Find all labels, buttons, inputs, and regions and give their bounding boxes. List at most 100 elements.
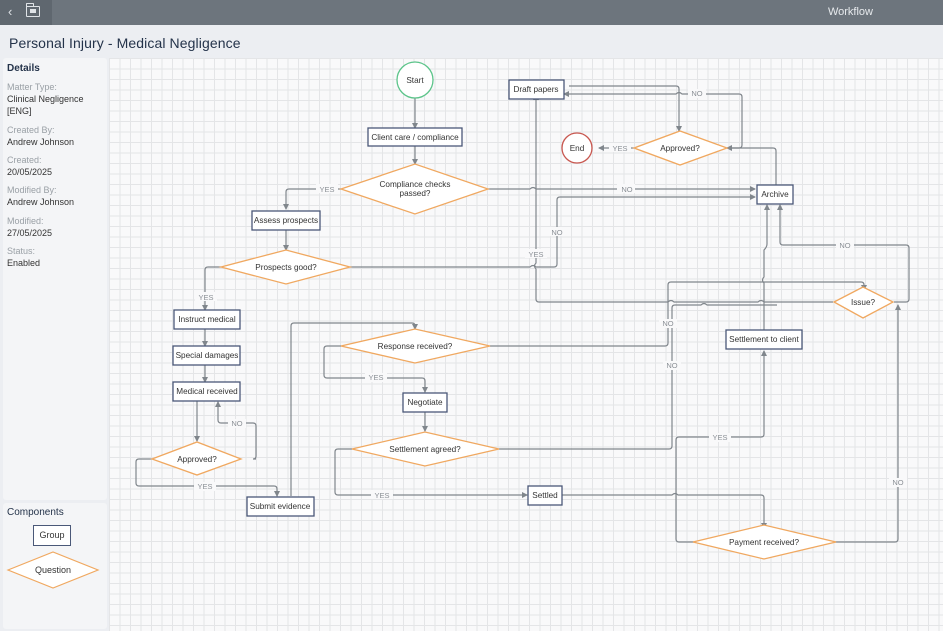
edge-compliance-yes	[283, 188, 341, 210]
node-label: Client care / compliance	[371, 133, 459, 142]
edge-prospects-yes	[202, 266, 221, 311]
field-value: Andrew Johnson	[7, 197, 75, 207]
edge-draft-approved2	[569, 85, 682, 132]
components-panel: Components Group Question	[3, 503, 107, 629]
node-special-damages[interactable]: Special damages	[172, 345, 241, 366]
label-compliance-yes: YES	[319, 185, 334, 194]
details-heading: Details	[7, 63, 40, 74]
edge-issue-yes	[533, 94, 833, 303]
label-settlement-yes: YES	[374, 491, 389, 500]
field-label: Created:	[7, 155, 42, 165]
label-response-no: NO	[662, 319, 673, 328]
component-group[interactable]: Group	[33, 525, 71, 546]
edge-prospects-no	[350, 194, 756, 268]
created-field: Created: 20/05/2025	[7, 154, 52, 178]
edge-approved1-no	[215, 401, 257, 460]
details-panel: Details Matter Type: Clinical Negligence…	[3, 58, 107, 500]
node-approved-question-2[interactable]: Approved?	[632, 130, 729, 166]
label-compliance-no: NO	[621, 185, 632, 194]
field-label: Created By:	[7, 125, 55, 135]
edge-settlement-yes	[334, 448, 528, 498]
component-question[interactable]: Question	[6, 550, 100, 590]
node-label: Medical received	[176, 387, 238, 396]
node-issue-question[interactable]: Issue?	[832, 286, 895, 319]
label-settlement-no: NO	[666, 361, 677, 370]
edge-settled-payment	[561, 492, 767, 529]
label-payment-yes: YES	[712, 433, 727, 442]
edge-archive-approved2	[726, 145, 777, 185]
created-by-field: Created By: Andrew Johnson	[7, 124, 74, 148]
status-field: Status: Enabled	[7, 245, 40, 269]
node-settled[interactable]: Settled	[527, 485, 563, 506]
node-label: Payment received?	[729, 538, 800, 547]
field-value: 20/05/2025	[7, 167, 53, 177]
node-prospects-question[interactable]: Prospects good?	[218, 249, 353, 285]
edges	[135, 85, 910, 543]
node-draft-papers[interactable]: Draft papers	[508, 79, 565, 100]
node-archive[interactable]: Archive	[756, 184, 794, 205]
node-label: Response received?	[378, 342, 453, 351]
label-issue-yes: YES	[528, 250, 543, 259]
modified-by-field: Modified By: Andrew Johnson	[7, 184, 74, 208]
node-label: Archive	[761, 190, 789, 199]
node-approved-question-1[interactable]: Approved?	[150, 441, 243, 476]
label-approved2-yes: YES	[612, 144, 627, 153]
workflow-canvas[interactable]: YES NO YES NO YES NO YES YES NO NO YES Y…	[109, 58, 943, 631]
node-label: Settlement agreed?	[389, 445, 461, 454]
node-client-care[interactable]: Client care / compliance	[367, 127, 463, 147]
edge-submit-response	[290, 322, 418, 496]
field-label: Modified By:	[7, 185, 57, 195]
node-start[interactable]: Start	[396, 61, 434, 99]
edge-settle-client-archive	[761, 204, 770, 331]
node-response-question[interactable]: Response received?	[340, 328, 491, 364]
field-value: 27/05/2025	[7, 228, 53, 238]
flowchart: YES NO YES NO YES NO YES YES NO NO YES Y…	[135, 61, 910, 560]
top-bar: ‹ Workflow	[0, 0, 943, 25]
node-submit-evidence[interactable]: Submit evidence	[246, 496, 315, 517]
label-response-yes: YES	[368, 373, 383, 382]
node-label: Submit evidence	[250, 502, 311, 511]
field-value: Clinical Negligence [ENG]	[7, 94, 84, 116]
field-label: Matter Type:	[7, 82, 57, 92]
label-approved1-no: NO	[231, 419, 242, 428]
edge-approved2-no	[563, 91, 743, 149]
node-label: Negotiate	[407, 398, 442, 407]
node-label: Draft papers	[513, 85, 558, 94]
field-label: Status:	[7, 246, 36, 256]
node-label: Issue?	[851, 298, 876, 307]
edge-labels: YES NO YES NO YES NO YES YES NO NO YES Y…	[194, 89, 907, 500]
edge-settlement-no	[499, 302, 777, 450]
back-button[interactable]: ‹	[8, 4, 12, 20]
field-label: Modified:	[7, 216, 44, 226]
chevron-left-icon: ‹	[8, 4, 13, 19]
node-label: Instruct medical	[178, 315, 236, 324]
node-label: Special damages	[176, 351, 239, 360]
node-assess-prospects[interactable]: Assess prospects	[251, 210, 321, 231]
label-issue-no: NO	[839, 241, 850, 250]
node-label: Approved?	[177, 455, 217, 464]
node-label: Settlement to client	[729, 335, 799, 344]
node-medical-received[interactable]: Medical received	[172, 381, 241, 402]
edge-issue-no	[777, 204, 910, 303]
node-instruct-medical[interactable]: Instruct medical	[173, 309, 241, 330]
node-compliance-question[interactable]: Compliance checks passed?	[338, 163, 491, 215]
label-prospects-yes: YES	[198, 293, 213, 302]
component-question-label: Question	[35, 565, 71, 575]
node-label-line2: passed?	[400, 189, 431, 198]
matter-folder-icon[interactable]	[26, 3, 40, 17]
node-end[interactable]: End	[561, 132, 593, 164]
label-prospects-no: NO	[551, 228, 562, 237]
components-heading: Components	[7, 507, 64, 518]
workflow-title: Workflow	[827, 6, 873, 18]
modified-field: Modified: 27/05/2025	[7, 215, 52, 239]
matter-type-field: Matter Type: Clinical Negligence [ENG]	[7, 81, 103, 117]
node-payment-question[interactable]: Payment received?	[692, 524, 837, 560]
edge-response-yes	[323, 345, 428, 393]
node-label: Prospects good?	[255, 263, 317, 272]
node-settlement-question[interactable]: Settlement agreed?	[351, 431, 500, 467]
node-settlement-to-client[interactable]: Settlement to client	[725, 329, 803, 350]
label-approved1-yes: YES	[197, 482, 212, 491]
page-header: Personal Injury - Medical Negligence	[0, 25, 943, 58]
node-negotiate[interactable]: Negotiate	[402, 392, 448, 413]
status-value: Enabled	[7, 258, 41, 268]
